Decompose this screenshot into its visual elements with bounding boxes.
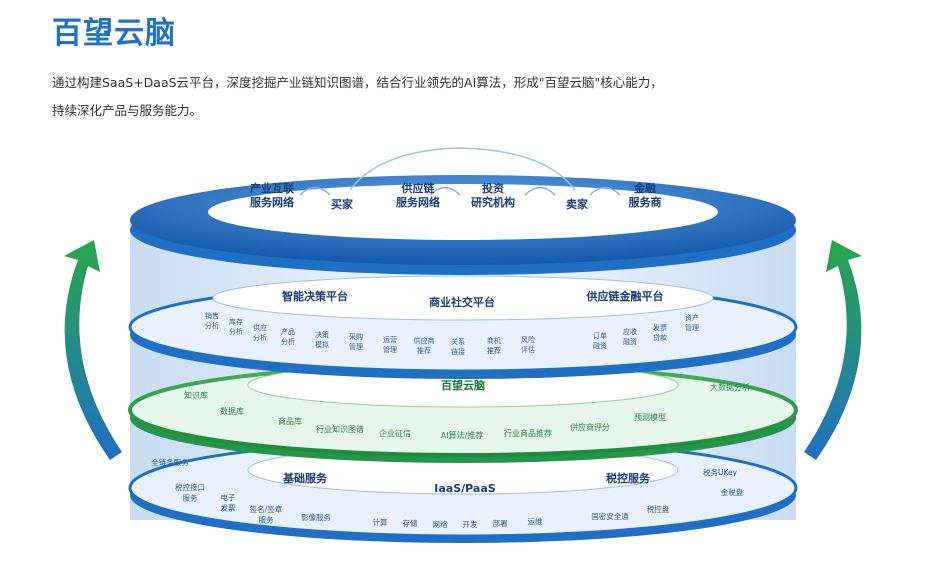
layer-2-small-label: 风险评估 <box>521 335 535 354</box>
layer-1-disc <box>130 147 796 275</box>
layer-3-title: 百望云脑 <box>441 378 485 392</box>
layer-4-section: IaaS/PaaS <box>434 482 495 495</box>
layer-4-labels: 基础服务 IaaS/PaaS 税控服务 全链条服务税控接口服务 电子发票签名/签章服务 影… <box>151 457 743 529</box>
layer-2-small-label: 产品分析 <box>281 327 295 346</box>
layer-1-item: 产业互联服务网络 <box>250 181 294 209</box>
layer-4-small-label: 国密安全通 <box>591 511 629 521</box>
layer-4-small-label: 金税盘 <box>721 487 744 497</box>
layer-4-small-label: 税务UKey <box>703 467 738 477</box>
layer-3-small-label: 大数据分析 <box>710 382 750 392</box>
layer-3-small-label: 企业征信 <box>379 428 411 438</box>
layer-4-section: 基础服务 <box>282 471 328 485</box>
layer-2-small-label: 采购管理 <box>349 332 363 351</box>
layer-1-item: 金融服务商 <box>629 181 662 209</box>
layer-4-small-label: 部署 <box>493 518 508 528</box>
layer-2-small-label: 销售分析 <box>205 311 219 330</box>
layer-4-small-label: 运维 <box>528 516 543 526</box>
layer-3-disc <box>128 362 798 463</box>
layer-2-small-label: 运营管理 <box>383 335 397 354</box>
right-cycle-arrow <box>804 240 862 460</box>
layer-4-small-label: 网络 <box>433 519 448 529</box>
layer-3-small-label: 知识库 <box>184 390 208 400</box>
layer-2-small-label: 决策模拟 <box>315 330 329 349</box>
layer-2-platform: 商业社交平台 <box>429 295 495 309</box>
layer-2-platform: 供应链金融平台 <box>586 289 664 303</box>
layer-2-small-label: 供应分析 <box>253 323 267 342</box>
layer-3-small-label: 行业知识图谱 <box>316 424 364 434</box>
layer-4-small-label: 计算 <box>373 517 388 527</box>
layer-4-small-label: 签名/签章服务 <box>250 504 283 525</box>
layer-1-item: 供应链服务网络 <box>396 181 440 209</box>
layer-2-small-label: 关系链接 <box>451 337 465 356</box>
description-line-1: 通过构建SaaS+DaaS云平台，深度挖掘产业链知识图谱，结合行业领先的AI算法… <box>52 75 663 90</box>
layer-2-labels: 智能决策平台 商业社交平台 供应链金融平台销售分析库存分析供应分析产品分析 决策模拟 采… <box>205 289 699 356</box>
layer-1-item: 投资研究机构 <box>471 181 515 209</box>
description-line-2: 持续深化产品与服务能力。 <box>52 103 203 118</box>
layer-3-small-label: 数据库 <box>220 406 244 416</box>
layer-1-item: 买家 <box>331 197 354 211</box>
layer-4-small-label: 全链条服务 <box>151 457 189 467</box>
layer-2-small-label: 供应商推荐 <box>414 336 435 355</box>
left-cycle-arrow <box>64 240 122 460</box>
layer-1-labels: 产业互联服务网络买家 供应链服务网络 投资研究机构卖家 金融服务商 <box>250 181 662 211</box>
layer-2-small-label: 库存分析 <box>229 317 243 336</box>
layer-2-platform: 智能决策平台 <box>282 289 348 303</box>
layer-2-small-label: 发票贷款 <box>653 323 667 342</box>
page-title: 百望云脑 <box>52 16 176 51</box>
layer-2-small-label: 资产管理 <box>685 313 699 332</box>
layer-4-small-label: 电子发票 <box>221 492 236 513</box>
layer-3-small-label: 预测模型 <box>634 412 666 422</box>
layer-3-small-label: 供应商评分 <box>570 422 610 432</box>
layer-2-small-label: 商机推荐 <box>487 336 501 355</box>
layer-4-small-label: 税控盘 <box>647 504 670 514</box>
layer-4-small-label: 存储 <box>403 518 418 528</box>
layer-2-disc <box>128 275 798 379</box>
layer-3-small-label: 商品库 <box>278 416 302 426</box>
layer-4-small-label: 税控接口服务 <box>175 482 205 503</box>
layer-2-small-label: 订单融资 <box>593 331 607 350</box>
layer-3-small-label: 行业商品推荐 <box>504 428 552 438</box>
layer-1-item: 卖家 <box>566 197 589 211</box>
top-layer-connectors <box>299 186 621 196</box>
layer-2-small-label: 应收融资 <box>623 327 637 346</box>
layer-4-small-label: 影像服务 <box>301 512 331 522</box>
layer-4-small-label: 开发 <box>463 519 478 529</box>
layer-3-small-label: AI算法/推荐 <box>441 430 484 440</box>
layer-4-section: 税控服务 <box>606 471 651 485</box>
